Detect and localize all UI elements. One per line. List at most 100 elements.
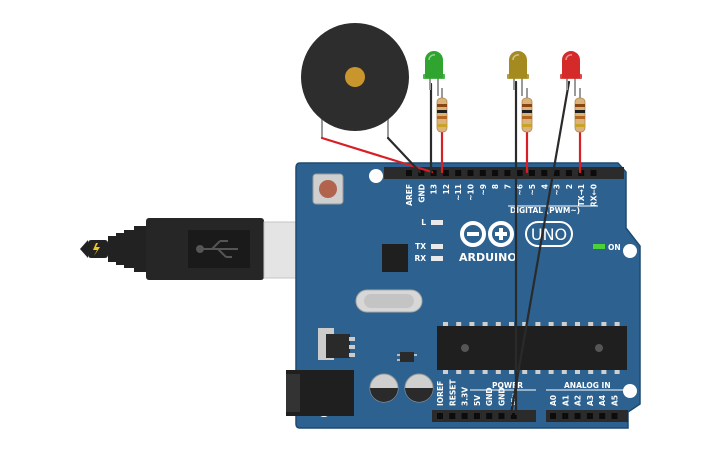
power-pin-hole[interactable] <box>510 413 517 419</box>
digital-header-label: DIGITAL (PWM~) <box>510 206 580 215</box>
digital-pin-label: 13 <box>430 184 439 194</box>
digital-pin-hole[interactable] <box>467 170 474 176</box>
analog-pin-hole[interactable] <box>599 413 606 419</box>
on-label: ON <box>608 243 621 252</box>
arduino-logo-icon <box>460 221 514 247</box>
atmega-microcontroller <box>437 322 627 374</box>
mounting-hole <box>623 384 637 398</box>
analog-pin-label: A1 <box>561 395 570 406</box>
resistor[interactable] <box>574 88 586 133</box>
power-header-label: POWER <box>492 381 523 390</box>
digital-pin-hole[interactable] <box>442 170 449 176</box>
led-tx-indicator <box>431 244 443 249</box>
analog-pin-hole[interactable] <box>550 413 556 419</box>
led-rx-label: RX <box>414 254 426 263</box>
digital-pin-hole[interactable] <box>455 170 462 176</box>
red-led[interactable] <box>560 51 582 96</box>
led-l-indicator <box>431 220 443 225</box>
digital-pin-label: 12 <box>442 184 451 194</box>
buzzer-center <box>345 67 365 87</box>
led-rx-indicator <box>431 256 443 261</box>
digital-pin-label: 8 <box>491 184 500 189</box>
digital-pin-hole[interactable] <box>492 170 499 176</box>
led-tx-label: TX <box>415 242 426 251</box>
power-pin-hole[interactable] <box>498 413 505 419</box>
mounting-hole <box>369 169 383 183</box>
digital-pin-label: 2 <box>565 184 574 189</box>
wire-buzzer-gnd[interactable] <box>386 136 422 174</box>
resistors <box>436 88 586 133</box>
mounting-hole <box>623 244 637 258</box>
transistor <box>397 352 417 362</box>
wire-red-led-gnd[interactable] <box>509 80 571 416</box>
digital-pin-label: ~5 <box>528 184 537 196</box>
reset-button[interactable] <box>312 173 344 205</box>
digital-pin-hole[interactable] <box>516 170 523 176</box>
analog-pin-label: A2 <box>574 395 583 406</box>
capacitor <box>404 373 434 403</box>
digital-pin-label: GND <box>417 184 426 203</box>
resistor[interactable] <box>436 88 448 133</box>
analog-pin-hole[interactable] <box>611 413 618 419</box>
voltage-regulator <box>318 328 355 360</box>
analog-pin-label: A0 <box>549 395 558 406</box>
power-pin-label: 3.3V <box>461 387 470 406</box>
digital-pin-hole[interactable] <box>430 170 437 176</box>
capacitor <box>369 373 399 403</box>
analog-pin-hole[interactable] <box>574 413 581 419</box>
lightning-icon <box>93 243 100 256</box>
digital-pin-hole[interactable] <box>504 170 511 176</box>
analog-pin-label: A3 <box>586 395 595 406</box>
yellow-led[interactable] <box>507 51 529 96</box>
digital-pin-hole[interactable] <box>529 170 535 176</box>
usb-logo-icon <box>196 240 238 258</box>
power-pin-hole[interactable] <box>437 413 443 419</box>
power-pin-label: 5V <box>473 395 482 406</box>
digital-pin-label: TX→1 <box>577 184 586 206</box>
crystal-oscillator <box>355 289 423 313</box>
power-pin-label: RESET <box>448 379 457 406</box>
power-pin-label: GND <box>498 387 507 406</box>
brand-label: ARDUINO <box>459 251 517 264</box>
dc-power-jack[interactable] <box>286 370 354 416</box>
digital-pin-label: 7 <box>503 184 512 189</box>
led-on-indicator <box>593 244 605 249</box>
digital-pin-label: ~11 <box>454 184 463 201</box>
digital-pin-label: ~3 <box>553 184 562 196</box>
model-label: UNO <box>531 225 567 244</box>
digital-pin-label: ~10 <box>467 184 476 201</box>
usb-interface-chip <box>382 244 408 272</box>
resistor[interactable] <box>521 88 533 133</box>
digital-pin-label: 4 <box>540 184 549 189</box>
digital-pin-hole[interactable] <box>578 170 585 176</box>
digital-pin-hole[interactable] <box>541 170 548 176</box>
wires <box>320 80 582 416</box>
digital-pin-hole[interactable] <box>553 170 560 176</box>
green-led[interactable] <box>423 51 445 96</box>
digital-pin-hole[interactable] <box>406 170 412 176</box>
uno-badge: UNO <box>525 221 573 247</box>
digital-pin-hole[interactable] <box>479 170 486 176</box>
digital-pin-label: ~6 <box>516 184 525 196</box>
power-pin-label: GND <box>485 387 494 406</box>
power-pin-label: IOREF <box>436 381 445 406</box>
power-pin-hole[interactable] <box>473 413 480 419</box>
analog-pin-label: A4 <box>598 395 607 406</box>
power-pin-hole[interactable] <box>461 413 468 419</box>
analog-header-label: ANALOG IN <box>564 381 611 390</box>
digital-pin-hole[interactable] <box>565 170 572 176</box>
power-header <box>432 410 536 422</box>
analog-pin-label: A5 <box>611 395 620 406</box>
analog-pin-hole[interactable] <box>562 413 569 419</box>
digital-pin-hole[interactable] <box>590 170 597 176</box>
piezo-buzzer[interactable] <box>301 23 409 138</box>
digital-pin-label: RX←0 <box>590 184 599 207</box>
analog-pin-hole[interactable] <box>586 413 593 419</box>
digital-pin-label: ~9 <box>479 184 488 196</box>
digital-pin-hole[interactable] <box>418 170 425 176</box>
power-pin-hole[interactable] <box>486 413 493 419</box>
power-pin-hole[interactable] <box>449 413 456 419</box>
